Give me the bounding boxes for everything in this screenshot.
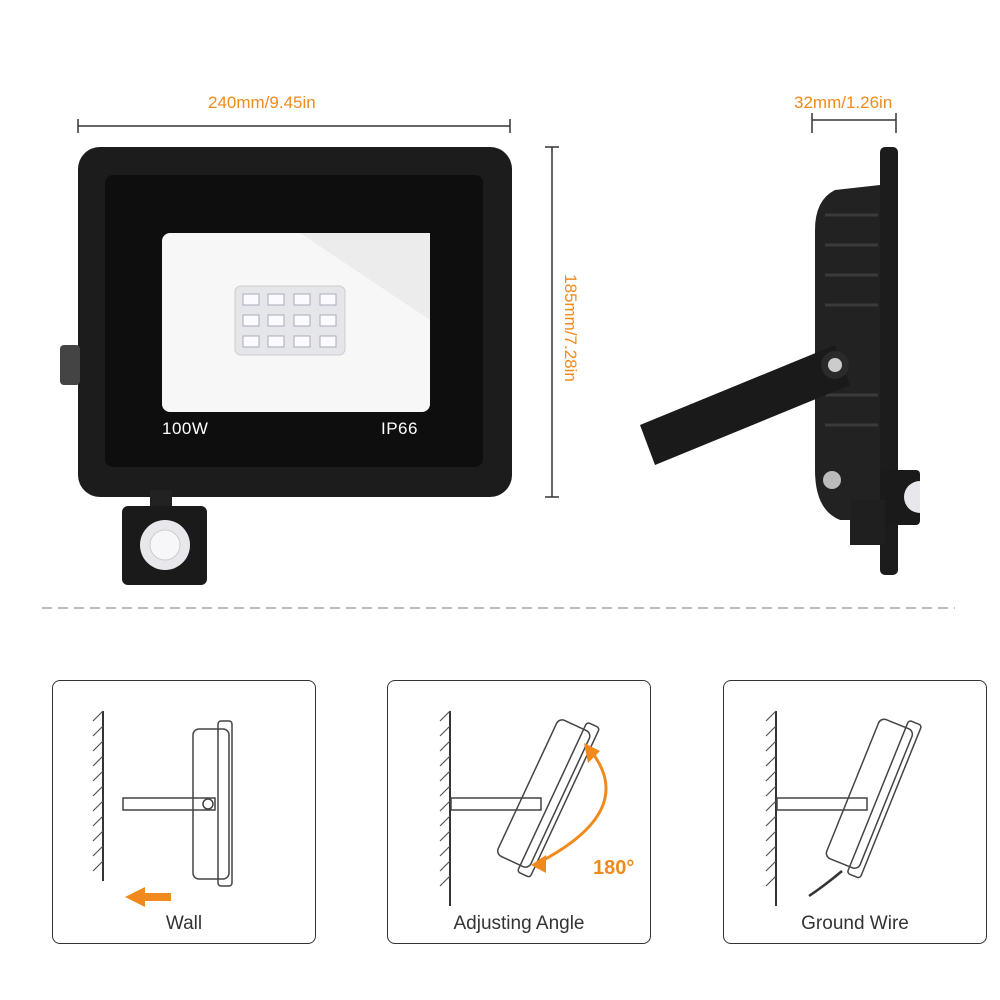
floodlight-front-view — [60, 147, 512, 585]
ground-wire-diagram — [765, 710, 922, 906]
wattage-label: 100W — [162, 419, 209, 438]
install-panel-ground-wire: Ground Wire — [723, 680, 987, 944]
width-label: 240mm/9.45in — [208, 93, 316, 112]
floodlight-side-view — [640, 147, 920, 575]
angle-adjust-diagram — [439, 710, 608, 906]
angle-label: 180° — [593, 857, 635, 879]
caption-wall: Wall — [165, 913, 203, 934]
install-panel-wall: Wall — [52, 680, 316, 944]
wall-mount-diagram — [92, 710, 233, 907]
arrow-left-icon — [125, 887, 171, 907]
caption-ground-wire: Ground Wire — [801, 913, 909, 934]
install-panel-angle: 180° Adjusting Angle — [387, 680, 651, 944]
rotation-arc-icon — [537, 750, 608, 865]
width-dimension-line — [42, 113, 955, 609]
caption-angle: Adjusting Angle — [453, 913, 585, 934]
ip-rating-label: IP66 — [381, 419, 418, 438]
ground-wire-icon — [808, 870, 843, 898]
depth-label: 32mm/1.26in — [794, 93, 893, 112]
